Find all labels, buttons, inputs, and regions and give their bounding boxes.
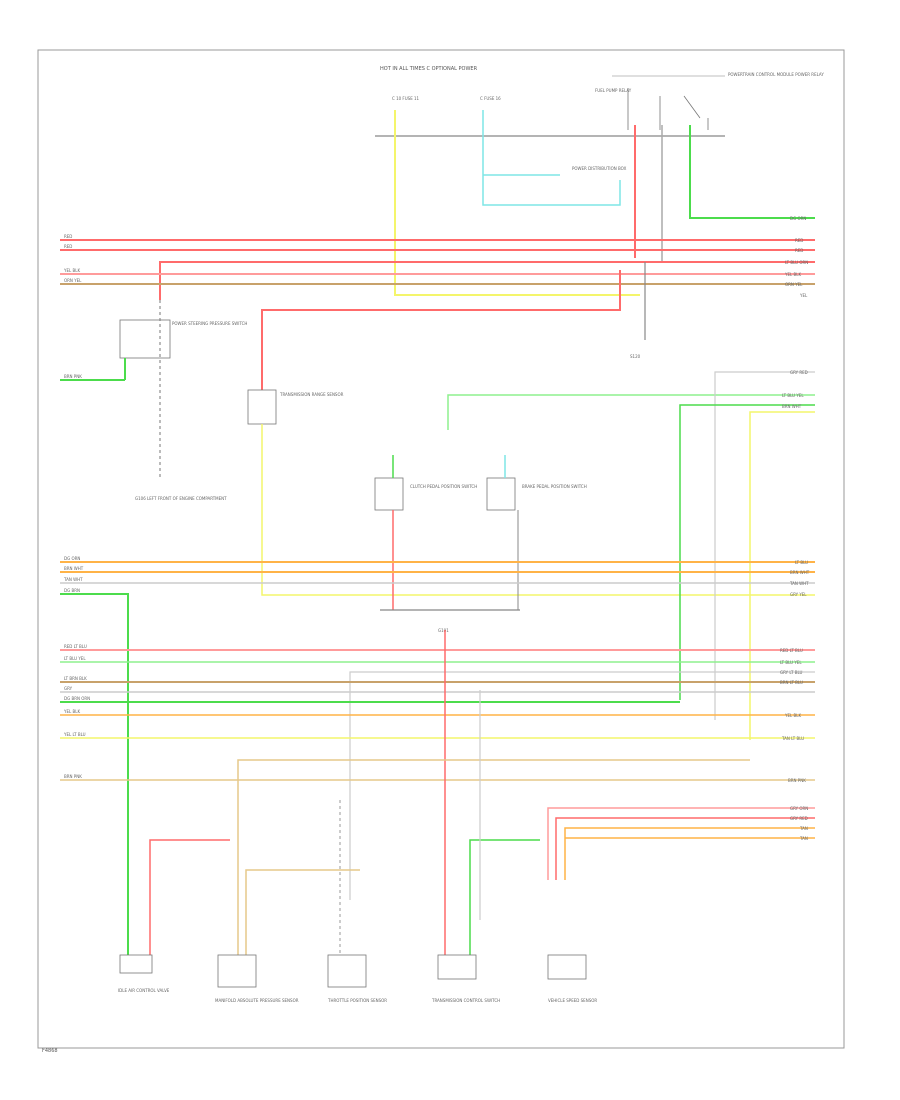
map-label: MANIFOLD ABSOLUTE PRESSURE SENSOR [215,998,299,1003]
brake-pedal-position-switch: BRAKE PEDAL POSITION SWITCH [486,455,587,610]
splice-label: S120 [630,354,641,359]
vss-label: VEHICLE SPEED SENSOR [548,998,597,1003]
right-label-23: GRY RED [790,816,808,821]
power-steering-pressure-switch: POWER STEERING PRESSURE SWITCH G106 LEFT… [60,300,247,501]
wire-top-green [689,125,815,219]
left-label-5: BRN PNK [64,374,82,379]
bus-gray-lower [349,671,815,900]
header-title: HOT IN ALL TIMES C OPTIONAL POWER [380,66,478,72]
right-label-15: RED LT BLU [780,648,803,653]
bus-green-left [60,593,129,955]
right-label-17: GRY LT BLU [780,670,803,675]
wire-top-gray [661,125,815,263]
fuse-label-2: C FUSE 16 [480,96,501,101]
clutch-switch-label: CLUTCH PEDAL POSITION SWITCH [410,484,477,489]
right-label-20: TAN LT BLU [781,736,804,741]
left-label-12: LT BRN BLK [64,676,87,681]
brake-switch-label: BRAKE PEDAL POSITION SWITCH [522,484,587,489]
idle-air-control-valve: IDLE AIR CONTROL VALVE [118,954,170,993]
right-label-25: TAN [799,836,808,841]
g101-label: G101 [438,628,449,633]
wire-upper-right-gray [714,371,815,720]
wire-upper-right-lightgreen [447,394,815,430]
bus-red-3 [159,261,815,300]
iac-label: IDLE AIR CONTROL VALVE [118,988,170,993]
left-label-16: YEL LT BLU [63,732,86,737]
right-label-1: DG ORN [790,216,806,221]
right-label-6: ORN YEL [785,282,803,287]
right-label-22: GRY ORN [790,806,808,811]
fuse-label-1: C 10 FUSE 11 [392,96,420,101]
right-label-18: BRN LT BLU [780,680,803,685]
left-label-13: GRY [64,686,73,691]
right-label-21: BRN PNK [788,778,806,783]
power-relay-label: POWERTRAIN CONTROL MODULE POWER RELAY [728,72,824,77]
left-label-11: LT BLU YEL [64,656,86,661]
wire-top-yellow [394,110,640,296]
left-label-17: BRN PNK [64,774,82,779]
right-label-24: TAN [799,826,808,831]
bus-red-4 [261,270,621,395]
right-label-14: GRY YEL [790,592,807,597]
left-label-4: ORN YEL [64,278,82,283]
right-label-16: LT BLU YEL [780,660,802,665]
right-label-3: RED [795,248,803,253]
left-label-7: BRN WHT [64,566,84,571]
right-label-9: LT BLU YEL [782,393,804,398]
wire-vss-2 [555,817,815,880]
throttle-position-sensor: THROTTLE POSITION SENSOR [327,954,387,1003]
right-label-2: RED [795,238,803,243]
right-label-10: BRN WHT [782,404,802,409]
vehicle-speed-sensor: VEHICLE SPEED SENSOR [547,954,597,1003]
wire-map-tan-2 [245,869,360,955]
ground-label: G106 LEFT FRONT OF ENGINE COMPARTMENT [135,496,227,501]
transmission-control-switch: TRANSMISSION CONTROL SWITCH [431,954,500,1003]
right-label-19: YEL BLK [784,713,801,718]
left-label-10: RED LT BLU [64,644,87,649]
manifold-absolute-pressure-sensor: MANIFOLD ABSOLUTE PRESSURE SENSOR [215,954,299,1003]
wire-vss-3 [564,827,815,880]
clutch-pedal-position-switch: CLUTCH PEDAL POSITION SWITCH [374,455,477,610]
wire-vss-1 [547,807,815,880]
left-label-14: DG BRN ORN [64,696,90,701]
left-label-9: DG BRN [64,588,80,593]
wire-iac-red [149,839,230,955]
right-label-11: LT BLU [795,560,808,565]
fuse-label-3: FUEL PUMP RELAY [595,88,632,93]
transmission-range-sensor: TRANSMISSION RANGE SENSOR [247,389,815,596]
left-label-2: RED [64,244,72,249]
fuse-block-label: POWER DISTRIBUTION BOX [572,166,627,171]
left-label-3: YEL BLK [63,268,80,273]
wire-upper-right-yellow [749,411,815,740]
wire-map-tan [237,759,750,955]
right-label-12: BRN WHT [790,570,810,575]
power-steering-label: POWER STEERING PRESSURE SWITCH [172,321,247,326]
diagram-frame [37,49,845,1049]
right-label-7: YEL [799,293,808,298]
footer-code: F4868 [42,1048,58,1054]
right-label-13: TAN WHT [789,581,809,586]
left-label-15: YEL BLK [63,709,80,714]
tps-label: THROTTLE POSITION SENSOR [327,998,387,1003]
wire-upper-right-green [679,404,815,700]
left-label-1: RED [64,234,72,239]
left-label-8: TAN WHT [63,577,83,582]
power-relay-contacts [627,88,709,130]
right-label-8: GRY RED [790,370,808,375]
right-label-5: YEL BLK [784,272,801,277]
right-label-4: LT BLU ORN [785,260,808,265]
transmission-range-label: TRANSMISSION RANGE SENSOR [279,392,344,397]
wire-top-cyan [482,110,621,206]
left-label-6: DG ORN [64,556,80,561]
wire-tcs-green [469,839,540,955]
tcs-label: TRANSMISSION CONTROL SWITCH [431,998,500,1003]
